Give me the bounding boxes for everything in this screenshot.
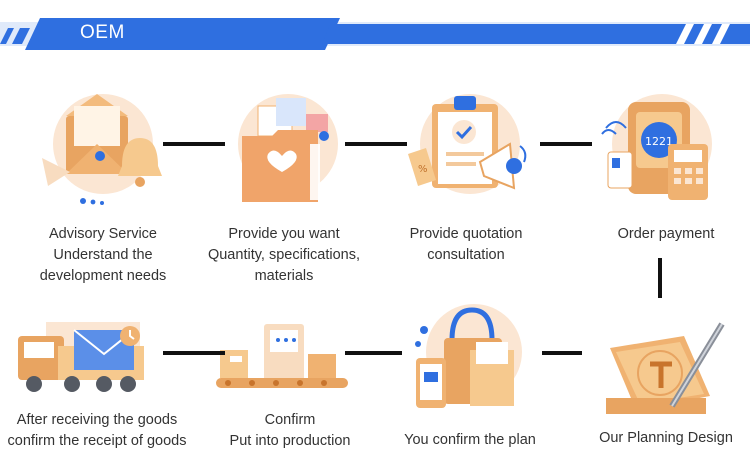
step-provide-requirements — [228, 84, 348, 206]
banner-title: OEM — [80, 22, 125, 43]
step-production — [212, 316, 352, 400]
connector-6-7 — [345, 351, 402, 355]
bag-phone-icon — [415, 304, 522, 408]
connector-4-5 — [658, 258, 662, 298]
blueprint-pen-icon — [606, 322, 725, 414]
step-label-order-payment: Order payment — [617, 226, 715, 242]
step-confirm-plan — [410, 300, 530, 416]
step-planning-design — [600, 318, 730, 424]
step-advisory-service — [38, 86, 168, 206]
envelope-bell-icon — [42, 94, 162, 205]
step-label-production: Confirm Put into production — [229, 412, 351, 449]
step-label-quotation: Provide quotation consultation — [409, 226, 523, 263]
step-receive-goods — [8, 316, 158, 396]
connector-2-3 — [345, 142, 407, 146]
folder-materials-icon — [238, 94, 338, 202]
delivery-truck-icon — [18, 322, 144, 392]
step-label-planning-design: Our Planning Design — [599, 430, 733, 446]
step-label-receive-goods: After receiving the goods confirm the re… — [7, 412, 187, 449]
connector-1-2 — [163, 142, 225, 146]
connector-5-6 — [542, 351, 582, 355]
pos-payment-icon: 1221 — [601, 94, 712, 200]
step-label-confirm-plan: You confirm the plan — [404, 432, 536, 448]
card-number-text: 1221 — [645, 135, 673, 148]
oem-banner — [0, 18, 750, 50]
step-quotation: % — [402, 84, 532, 206]
step-order-payment: 1221 — [598, 88, 728, 208]
connector-3-4 — [540, 142, 592, 146]
step-label-advisory-service: Advisory Service Understand the developm… — [39, 226, 167, 284]
clipboard-megaphone-icon: % — [408, 94, 527, 194]
connector-7-8 — [163, 351, 225, 355]
conveyor-machine-icon — [216, 324, 348, 388]
svg-text:%: % — [418, 164, 428, 175]
step-label-provide-requirements: Provide you want Quantity, specification… — [207, 226, 361, 284]
